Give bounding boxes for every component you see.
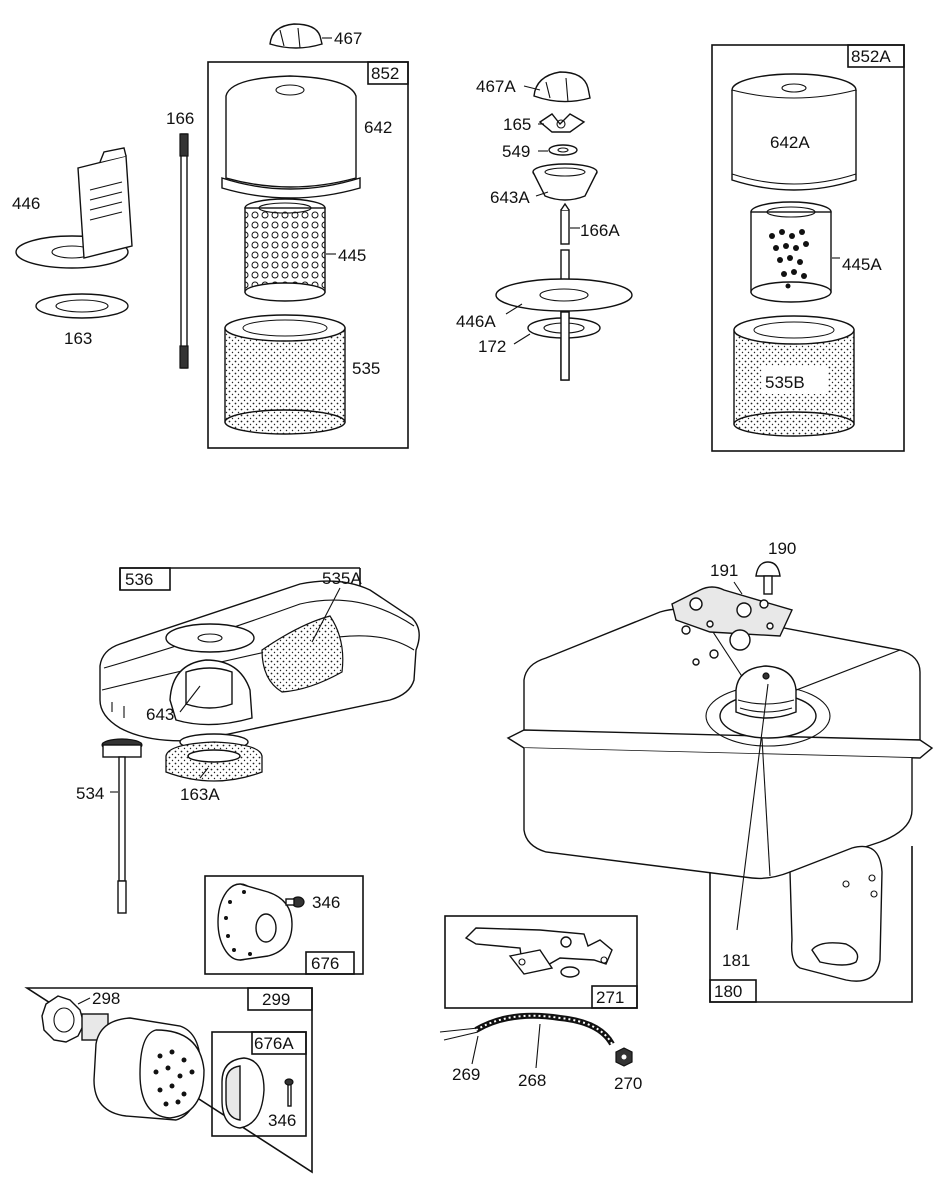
label-166: 166 — [166, 109, 194, 128]
gasket-163A — [165, 733, 263, 782]
label-535A: 535A — [322, 569, 362, 588]
label-549: 549 — [502, 142, 530, 161]
label-190: 190 — [768, 539, 796, 558]
label-535: 535 — [352, 359, 380, 378]
label-676: 676 — [311, 954, 339, 973]
label-534: 534 — [76, 784, 104, 803]
box-271 — [444, 915, 638, 1009]
wingnut-165 — [538, 113, 586, 133]
tank-180 — [506, 608, 934, 982]
box-180 — [709, 846, 913, 1003]
foam-535 — [224, 314, 346, 435]
label-191: 191 — [710, 561, 738, 580]
label-676A: 676A — [254, 1034, 294, 1053]
washer-549 — [548, 144, 578, 156]
label-268: 268 — [518, 1071, 546, 1090]
deflector-676 — [217, 883, 293, 961]
box-676 — [204, 875, 364, 975]
screw-346b — [284, 1078, 294, 1107]
label-446A: 446A — [456, 312, 496, 331]
gasket-191 — [671, 586, 793, 637]
washer-163 — [35, 293, 129, 319]
cartridge-445A — [750, 201, 832, 303]
label-163: 163 — [64, 329, 92, 348]
label-180: 180 — [714, 982, 742, 1001]
box-852A — [711, 44, 905, 452]
rod-166 — [179, 133, 189, 369]
cover-642 — [221, 75, 361, 199]
label-172: 172 — [478, 337, 506, 356]
cartridge-445 — [244, 198, 326, 302]
label-181: 181 — [722, 951, 750, 970]
cup-643A — [532, 163, 598, 201]
label-269: 269 — [452, 1065, 480, 1084]
label-346-b: 346 — [268, 1111, 296, 1130]
cover-642A — [731, 73, 857, 191]
bolt-190 — [755, 561, 781, 595]
knob-467A — [533, 71, 591, 103]
label-446: 446 — [12, 194, 40, 213]
throttle-271 — [464, 927, 613, 978]
cable-268 — [439, 1012, 615, 1046]
label-271: 271 — [596, 988, 624, 1007]
screw-534 — [101, 738, 143, 914]
plate-446A — [495, 249, 633, 381]
label-642: 642 — [364, 118, 392, 137]
screw-346a — [285, 896, 305, 908]
muffler-299 — [41, 995, 205, 1121]
label-445: 445 — [338, 246, 366, 265]
nut-270 — [615, 1047, 633, 1067]
label-642A: 642A — [770, 133, 810, 152]
label-445A: 445A — [842, 255, 882, 274]
deflector-676A — [221, 1057, 265, 1129]
label-270: 270 — [614, 1074, 642, 1093]
label-165: 165 — [503, 115, 531, 134]
label-346-a: 346 — [312, 893, 340, 912]
label-299: 299 — [262, 990, 290, 1009]
label-643: 643 — [146, 705, 174, 724]
label-166A: 166A — [580, 221, 620, 240]
foam-535B — [733, 315, 855, 437]
label-852A: 852A — [851, 47, 891, 66]
body-536 — [99, 580, 420, 742]
label-298: 298 — [92, 989, 120, 1008]
bracket-446 — [15, 147, 133, 269]
label-467A: 467A — [476, 77, 516, 96]
stud-166A — [560, 202, 570, 245]
knob-467 — [269, 23, 323, 49]
label-467: 467 — [334, 29, 362, 48]
label-643A: 643A — [490, 188, 530, 207]
label-852: 852 — [371, 64, 399, 83]
label-163A: 163A — [180, 785, 220, 804]
box-852 — [207, 61, 409, 449]
label-535B: 535B — [765, 373, 805, 392]
label-536: 536 — [125, 570, 153, 589]
